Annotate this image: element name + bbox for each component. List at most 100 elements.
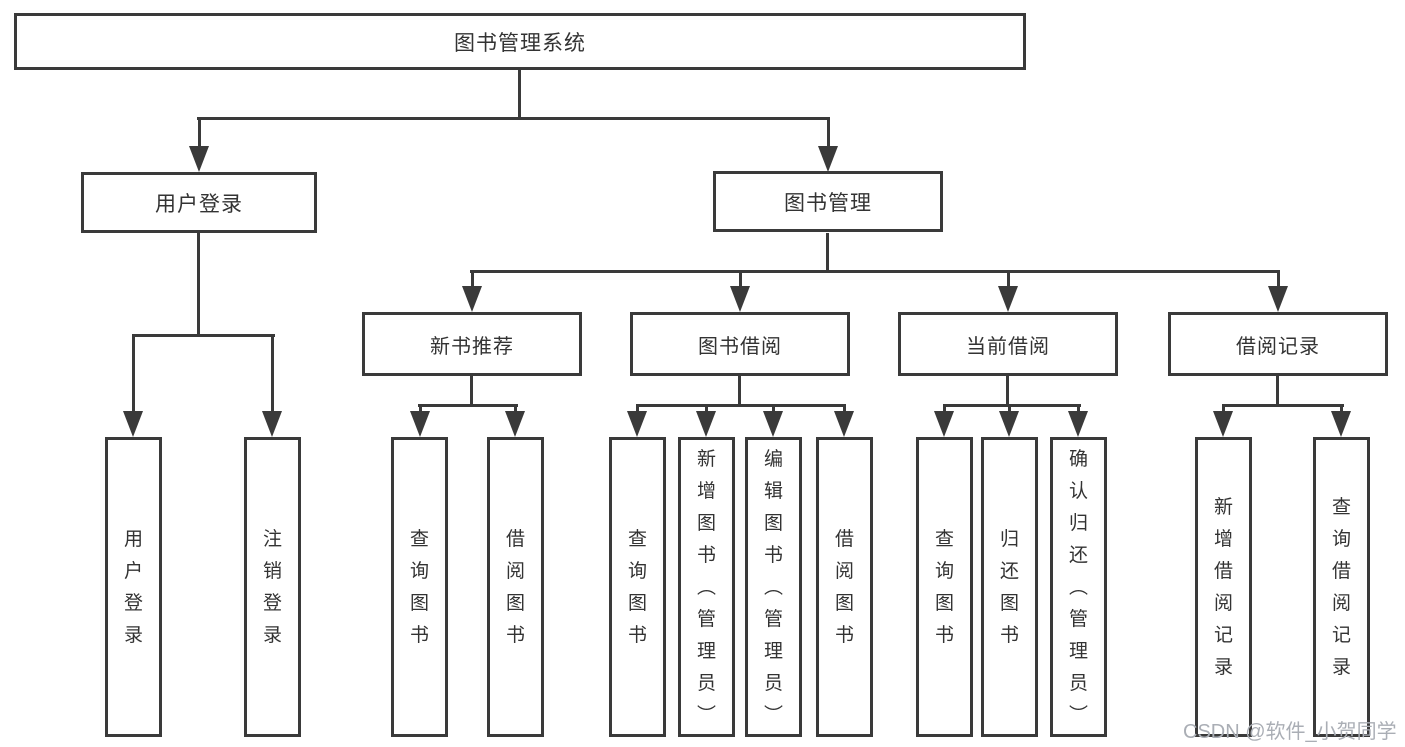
vertical-char: 记: [1331, 624, 1351, 646]
vertical-char: 管: [763, 608, 783, 630]
vertical-char: 询: [934, 560, 954, 582]
vertical-char: 书: [934, 624, 954, 646]
csdn-watermark: CSDN @软件_小贺同学: [1183, 721, 1397, 743]
connector-recommend-drop: [470, 376, 473, 406]
leaf-query-books-current: 查询图书: [916, 437, 973, 737]
connector-root-rail: [197, 117, 830, 120]
arrow-down-icon: [1268, 270, 1288, 312]
vertical-char: 员: [763, 672, 783, 694]
vertical-char: 图: [409, 592, 429, 614]
connector-current-drop: [1006, 376, 1009, 406]
arrow-down-icon: [834, 404, 854, 437]
connector-book-management-drop: [826, 233, 829, 272]
arrow-down-icon: [763, 404, 783, 437]
arrow-down-icon: [627, 404, 647, 437]
node-borrowing-records: 借阅记录: [1168, 312, 1388, 376]
node-label: 当前借阅: [966, 335, 1050, 358]
leaf-logout: 注销登录: [244, 437, 301, 737]
vertical-char: 图: [999, 592, 1019, 614]
vertical-char: 书: [409, 624, 429, 646]
arrow-down-icon: [462, 270, 482, 312]
arrow-down-icon: [189, 117, 209, 172]
vertical-char: 查: [934, 528, 954, 550]
node-label: 借阅记录: [1236, 335, 1320, 358]
vertical-char: 借: [834, 528, 854, 550]
vertical-char: ︶: [1068, 704, 1088, 726]
vertical-char: 编: [763, 448, 783, 470]
vertical-char: 书: [505, 624, 525, 646]
leaf-query-books-recommend: 查询图书: [391, 437, 448, 737]
leaf-add-borrow-record: 新增借阅记录: [1195, 437, 1252, 737]
connector-records-rail: [1222, 404, 1344, 407]
vertical-char: 管: [1068, 608, 1088, 630]
arrow-down-icon: [818, 117, 838, 172]
vertical-char: 管: [696, 608, 716, 630]
node-book-borrowing: 图书借阅: [630, 312, 850, 376]
vertical-char: 员: [696, 672, 716, 694]
arrow-down-icon: [1331, 404, 1351, 437]
vertical-char: 记: [1213, 624, 1233, 646]
vertical-char: 阅: [1213, 592, 1233, 614]
connector-borrowing-drop: [738, 376, 741, 406]
vertical-char: 图: [934, 592, 954, 614]
vertical-char: 用: [123, 528, 143, 550]
vertical-char: 询: [627, 560, 647, 582]
vertical-char: 销: [262, 560, 282, 582]
vertical-char: 借: [1213, 560, 1233, 582]
vertical-char: 增: [1213, 528, 1233, 550]
vertical-char: 归: [1068, 512, 1088, 534]
vertical-char: 图: [696, 512, 716, 534]
connector-user-login-drop: [197, 233, 200, 336]
connector-recommend-rail: [418, 404, 518, 407]
arrow-down-icon: [696, 404, 716, 437]
vertical-char: 辑: [763, 480, 783, 502]
node-new-book-recommendation: 新书推荐: [362, 312, 582, 376]
leaf-query-books-borrowing: 查询图书: [609, 437, 666, 737]
vertical-char: 户: [123, 560, 143, 582]
vertical-char: 图: [627, 592, 647, 614]
leaf-confirm-return-admin: 确认归还︵管理员︶: [1050, 437, 1107, 737]
vertical-char: ︵: [696, 576, 716, 598]
node-label: 图书管理系统: [454, 31, 586, 55]
node-book-management: 图书管理: [713, 171, 943, 232]
connector-borrowing-rail: [636, 404, 846, 407]
vertical-char: 归: [999, 528, 1019, 550]
vertical-char: ︵: [763, 576, 783, 598]
arrow-down-icon: [999, 404, 1019, 437]
vertical-char: 借: [505, 528, 525, 550]
vertical-char: ︶: [696, 704, 716, 726]
vertical-char: 登: [262, 592, 282, 614]
vertical-char: 查: [1331, 496, 1351, 518]
connector-root-drop: [518, 70, 521, 118]
vertical-char: 登: [123, 592, 143, 614]
arrow-down-icon: [505, 404, 525, 437]
vertical-char: 查: [409, 528, 429, 550]
leaf-add-book-admin: 新增图书︵管理员︶: [678, 437, 735, 737]
node-current-borrowing: 当前借阅: [898, 312, 1118, 376]
vertical-char: ︶: [763, 704, 783, 726]
arrow-down-icon: [123, 334, 143, 437]
arrow-down-icon: [934, 404, 954, 437]
node-label: 图书管理: [784, 191, 872, 215]
vertical-char: 员: [1068, 672, 1088, 694]
connector-current-rail: [943, 404, 1081, 407]
vertical-char: 确: [1068, 448, 1088, 470]
leaf-borrow-books: 借阅图书: [816, 437, 873, 737]
vertical-char: 书: [696, 544, 716, 566]
vertical-char: 书: [999, 624, 1019, 646]
node-label: 图书借阅: [698, 335, 782, 358]
vertical-char: 查: [627, 528, 647, 550]
leaf-borrow-books-recommend: 借阅图书: [487, 437, 544, 737]
vertical-char: 阅: [834, 560, 854, 582]
connector-level3-rail: [470, 270, 1280, 273]
vertical-char: 询: [1331, 528, 1351, 550]
vertical-char: 录: [1213, 656, 1233, 678]
arrow-down-icon: [1068, 404, 1088, 437]
vertical-char: 新: [696, 448, 716, 470]
vertical-char: ︵: [1068, 576, 1088, 598]
leaf-return-books: 归还图书: [981, 437, 1038, 737]
vertical-char: 图: [834, 592, 854, 614]
vertical-char: 借: [1331, 560, 1351, 582]
vertical-char: 录: [262, 624, 282, 646]
